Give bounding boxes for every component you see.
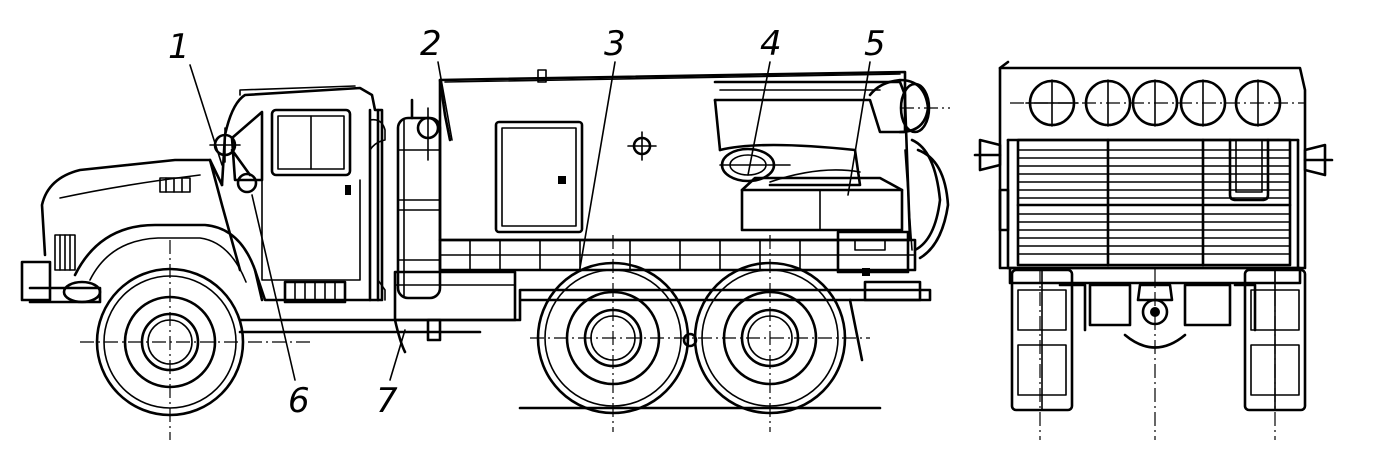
intake-pipe [368,108,386,302]
callout-3: 3 [604,24,626,64]
rear-view [973,60,1334,440]
callout-2: 2 [420,24,442,64]
leader-lines [189,61,871,381]
axle-hub [682,332,698,348]
hood [40,158,224,257]
rear-louver-panel [1016,138,1292,267]
side-mirror [209,127,252,177]
rear-toolbox [836,230,910,276]
rear-body [998,60,1307,270]
rear-under-structure [1008,266,1302,349]
rear-hoses [904,138,950,260]
rear-wheel-1 [536,261,690,415]
component-5-box [740,176,904,232]
front-fender [73,158,264,302]
gas-cylinders [396,98,442,300]
cab [220,85,384,304]
callout-5: 5 [864,24,886,64]
component-6-marker [236,172,258,194]
rear-view-left-wheels [1010,268,1074,412]
front-wheel [95,267,245,417]
rear-side-brackets [973,138,1334,232]
callout-6: 6 [288,381,310,421]
body-box [438,69,912,242]
rear-view-right-wheels [1243,268,1307,412]
side-view: 1 2 3 4 5 6 7 [20,24,950,440]
under-body-rack [438,238,917,272]
callout-7: 7 [376,381,398,421]
roof-equipment [713,78,931,152]
callout-1: 1 [168,27,190,67]
chassis [238,270,932,362]
rear-tanks [1025,79,1282,127]
callout-4: 4 [760,24,782,64]
front-bumper [20,234,102,304]
